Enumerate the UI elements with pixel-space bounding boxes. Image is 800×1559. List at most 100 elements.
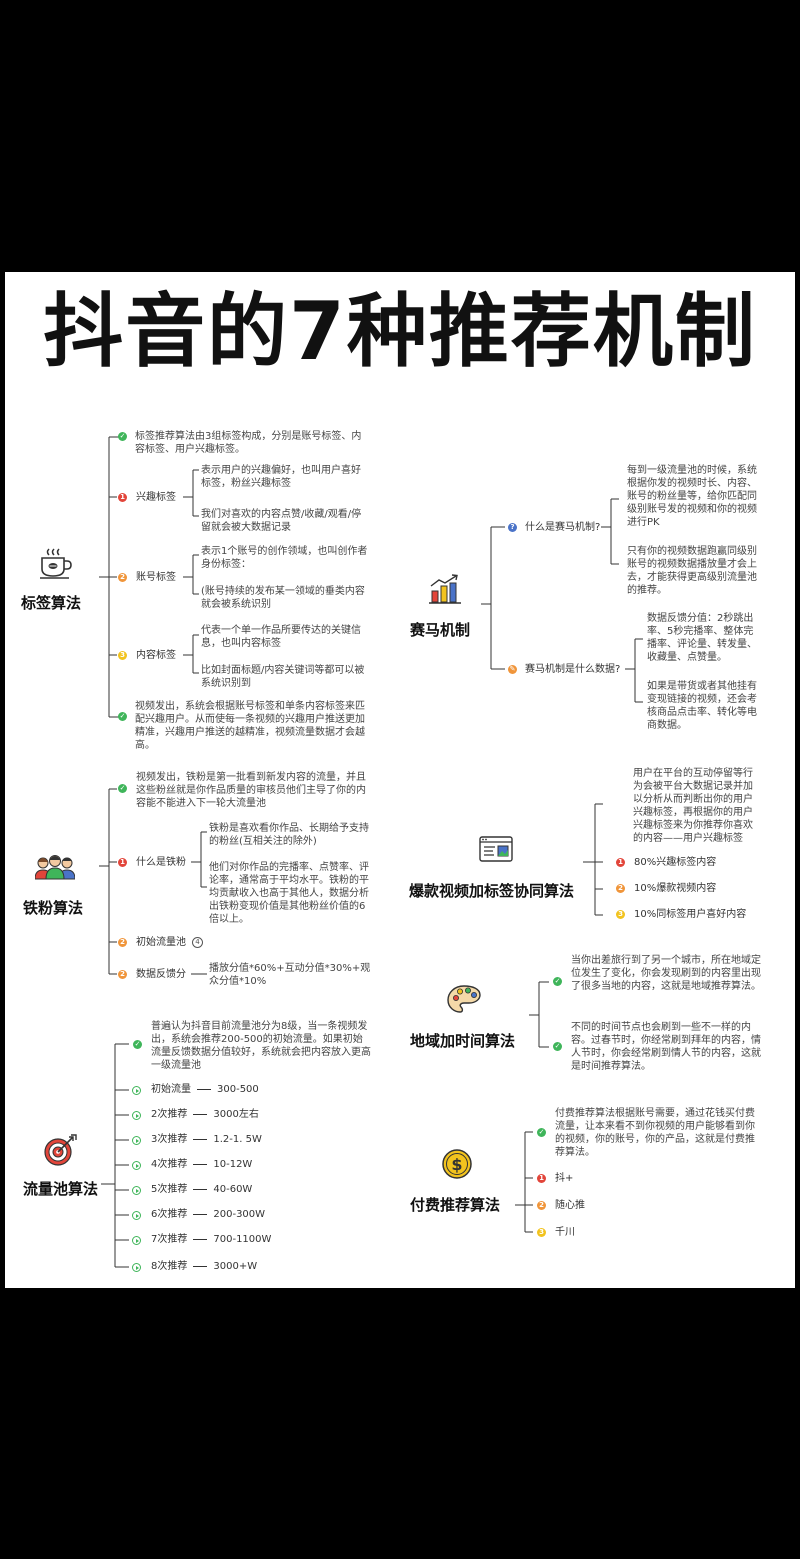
traffic-pool-title: 流量池算法 [23,1180,99,1198]
page-title: 抖音的7种推荐机制 [43,285,757,378]
traffic-pool-intro: 普遍认为抖音目前流量池分为8级，当一条视频发出，系统会推荐200-500的初始流… [151,1021,371,1071]
coffee-cup-icon [39,547,73,583]
paid-algorithm-title: 付费推荐算法 [410,1196,501,1214]
traffic-pool-level: 2次推荐 3000左右 [151,1108,259,1121]
dash-separator [193,1238,208,1240]
play-icon [132,1211,141,1220]
level-value: 1.2-1. 5W [213,1134,262,1145]
what-is-fans-label: 什么是铁粉 [136,857,186,868]
race-q2-desc-2: 如果是带货或者其他挂有变现链接的视频，还会考核商品点击率、转化等电商数据。 [647,681,757,731]
geo-time-title: 地域加时间算法 [410,1032,516,1050]
dollar-coin-icon: $ [441,1148,473,1184]
palette-icon [447,984,481,1018]
pencil-icon: ✎ [508,665,517,674]
interest-tag-desc-2: 我们对喜欢的内容点赞/收藏/观看/停留就会被大数据记录 [201,509,362,533]
number-badge: 2 [118,573,127,582]
race-mechanism-title: 赛马机制 [410,621,471,639]
check-icon: ✓ [553,1042,562,1051]
fans-intro: 视频发出，铁粉是第一批看到新发内容的流量，并且这些粉丝就是你作品质量的审核员他们… [136,772,366,809]
data-feedback-label: 数据反馈分 [136,969,186,980]
paid-intro: 付费推荐算法根据账号需要，通过花钱买付费流量，让本来看不到你视频的用户能够看到你… [555,1108,755,1158]
play-icon [132,1186,141,1195]
play-icon [132,1086,141,1095]
level-value: 700-1100W [213,1234,272,1245]
count-badge: 4 [192,937,203,948]
content-tag-desc-2: 比如封面标题/内容关键词等都可以被系统识别到 [201,665,365,689]
traffic-pool-level: 7次推荐 700-1100W [151,1233,271,1246]
number-badge: 1 [118,493,127,502]
play-icon [132,1136,141,1145]
level-name: 初始流量 [151,1084,191,1095]
number-badge: 2 [118,970,127,979]
interest-tag-label: 兴趣标签 [136,492,176,503]
mindmap-connectors [99,436,643,1268]
svg-text:$: $ [451,1155,462,1174]
paid-item-qianchuan: 千川 [555,1227,575,1238]
account-tag-desc-1: 表示1个账号的创作领域，也叫创作者身份标签： [201,546,368,570]
paid-item-suixintui: 随心推 [555,1200,585,1211]
number-badge: 3 [616,910,625,919]
check-icon: ✓ [118,784,127,793]
dash-separator [197,1088,211,1090]
dash-separator [193,1188,208,1190]
viral-item: 10%爆款视频内容 [634,883,717,894]
viral-intro: 用户在平台的互动停留等行为会被平台大数据记录并加以分析从而判断出你的用户兴趣标签… [633,768,753,844]
infographic-card: 抖音的7种推荐机制 [5,272,795,1288]
number-badge: 2 [616,884,625,893]
level-value: 3000左右 [213,1109,259,1120]
dash-separator [193,1265,208,1267]
traffic-pool-level: 4次推荐 10-12W [151,1158,252,1171]
account-tag-label: 账号标签 [136,572,176,583]
dash-separator [193,1138,208,1140]
level-name: 6次推荐 [151,1209,188,1220]
race-q2-desc-1: 数据反馈分值：2秒跳出率、5秒完播率、整体完播率、评论量、转发量、收藏量、点赞量… [647,613,757,663]
interest-tag-desc-1: 表示用户的兴趣偏好，也叫用户喜好标签，粉丝兴趣标签 [201,465,361,489]
level-name: 3次推荐 [151,1134,188,1145]
play-icon [132,1111,141,1120]
number-badge: 2 [537,1201,546,1210]
fans-algorithm-title: 铁粉算法 [23,899,84,917]
geo-desc: 当你出差旅行到了另一个城市，所在地域定位发生了变化，你会发现刷到的内容里出现了很… [571,955,761,992]
initial-pool-label: 初始流量池 [136,937,186,948]
level-value: 300-500 [217,1084,259,1095]
check-icon: ✓ [553,977,562,986]
number-badge: 3 [118,651,127,660]
traffic-pool-level: 初始流量 300-500 [151,1083,259,1096]
tag-intro: 标签推荐算法由3组标签构成，分别是账号标签、内容标签、用户兴趣标签。 [135,431,362,455]
play-icon [132,1236,141,1245]
check-icon: ✓ [133,1040,142,1049]
fans-desc-2: 他们对你作品的完播率、点赞率、评论率，通常高于平均水平。铁粉的平均贡献收入也高于… [209,862,369,925]
number-badge: 1 [616,858,625,867]
race-question-1: 什么是赛马机制? [525,522,601,533]
content-tag-label: 内容标签 [136,650,176,661]
level-value: 10-12W [213,1159,253,1170]
tag-outro: 视频发出，系统会根据账号标签和单条内容标签来匹配兴趣用户。从而使每一条视频的兴趣… [135,701,365,751]
target-icon [43,1134,77,1172]
dash-separator [193,1113,208,1115]
viral-video-title: 爆款视频加标签协同算法 [409,882,575,900]
race-q1-desc-2: 只有你的视频数据跑赢同级别账号的视频数据播放量才会上去，才能获得更高级别流量池的… [627,546,757,596]
level-name: 7次推荐 [151,1234,188,1245]
account-tag-desc-2: (账号持续的发布某一领域的垂类内容就会被系统识别 [201,586,365,610]
level-name: 4次推荐 [151,1159,188,1170]
race-q1-desc-1: 每到一级流量池的时候，系统根据你发的视频时长、内容、账号的粉丝量等，给你匹配同级… [627,465,757,528]
time-desc: 不同的时间节点也会刷到一些不一样的内容。过春节时，你经常刷到拜年的内容，情人节时… [571,1022,761,1072]
number-badge: 1 [537,1174,546,1183]
question-icon: ? [508,523,517,532]
level-name: 2次推荐 [151,1109,188,1120]
viral-item: 10%同标签用户喜好内容 [634,909,747,920]
data-feedback-formula: 播放分值*60%+互动分值*30%+观众分值*10% [209,963,371,987]
check-icon: ✓ [118,432,127,441]
number-badge: 1 [118,858,127,867]
level-value: 3000+W [213,1261,258,1272]
tag-algorithm-title: 标签算法 [21,594,82,612]
traffic-pool-level: 3次推荐 1.2-1. 5W [151,1133,262,1146]
image-card-icon [479,836,513,866]
check-icon: ✓ [537,1128,546,1137]
race-question-2: 赛马机制是什么数据? [525,664,621,675]
viral-item: 80%兴趣标签内容 [634,857,717,868]
play-icon [132,1161,141,1170]
